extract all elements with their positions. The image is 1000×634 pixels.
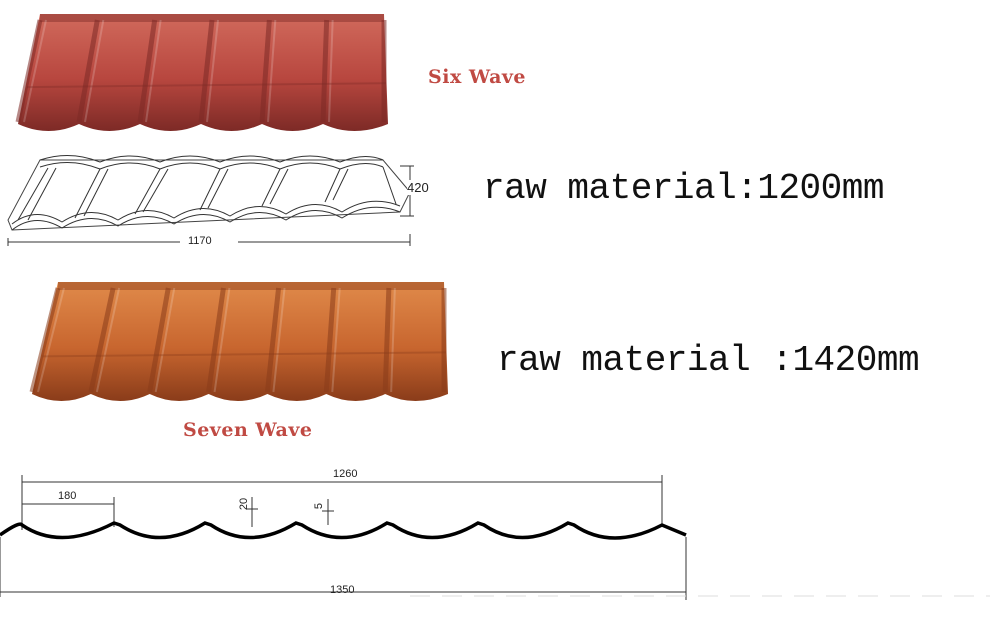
tile-step-line [42,351,447,358]
tile-rib [137,19,158,123]
tile-rib [206,287,226,393]
tile-rib [198,19,215,123]
tile-rib-highlight [206,19,219,123]
tile-body [18,14,388,131]
tile-rib-highlight [390,287,396,393]
tile-rib [323,287,337,393]
tile-rib-highlight [95,287,121,393]
six-wave-width-dimension: 1170 [188,235,212,247]
profile-step-height: 5 [313,502,326,510]
profile-top-width: 1260 [333,468,358,480]
tile-rib-highlight [23,19,47,123]
tile-rib [29,287,61,393]
tile-rib [76,19,100,123]
tile-rib [147,287,171,393]
tile-top-lip [40,14,384,22]
tile-rib [382,287,392,393]
tile-rib-highlight [272,287,286,393]
tile-rib-highlight [331,287,341,393]
six-wave-label: Six Wave [428,66,527,88]
profile-bottom-width: 1350 [330,584,355,596]
tile-top-lip [58,282,444,290]
tile-rib-highlight [328,19,334,123]
profile-wave-pitch: 180 [58,490,77,502]
profile-wave-height: 20 [238,497,251,511]
tile-rib-highlight [37,287,65,393]
seven-wave-raw-material: raw material :1420mm [497,340,920,381]
tile-step-line [26,82,387,89]
profile-cross-section [0,475,990,600]
six-wave-line-drawing [7,155,414,246]
tile-rib [88,287,116,393]
tile-rib-highlight [145,19,162,123]
tile-rib [264,287,282,393]
six-wave-height-dimension: 420 [407,180,429,195]
tile-rib-highlight [213,287,231,393]
tile-rib-highlight [267,19,277,123]
tile-rib-highlight [84,19,105,123]
six-wave-raw-material: raw material:1200mm [483,168,884,209]
seven-wave-label: Seven Wave [183,419,313,441]
tile-rib [259,19,272,123]
tile-rib-highlight [154,287,176,393]
tile-body [32,282,448,401]
tile-rib [15,19,43,123]
tile-rib [320,19,330,123]
